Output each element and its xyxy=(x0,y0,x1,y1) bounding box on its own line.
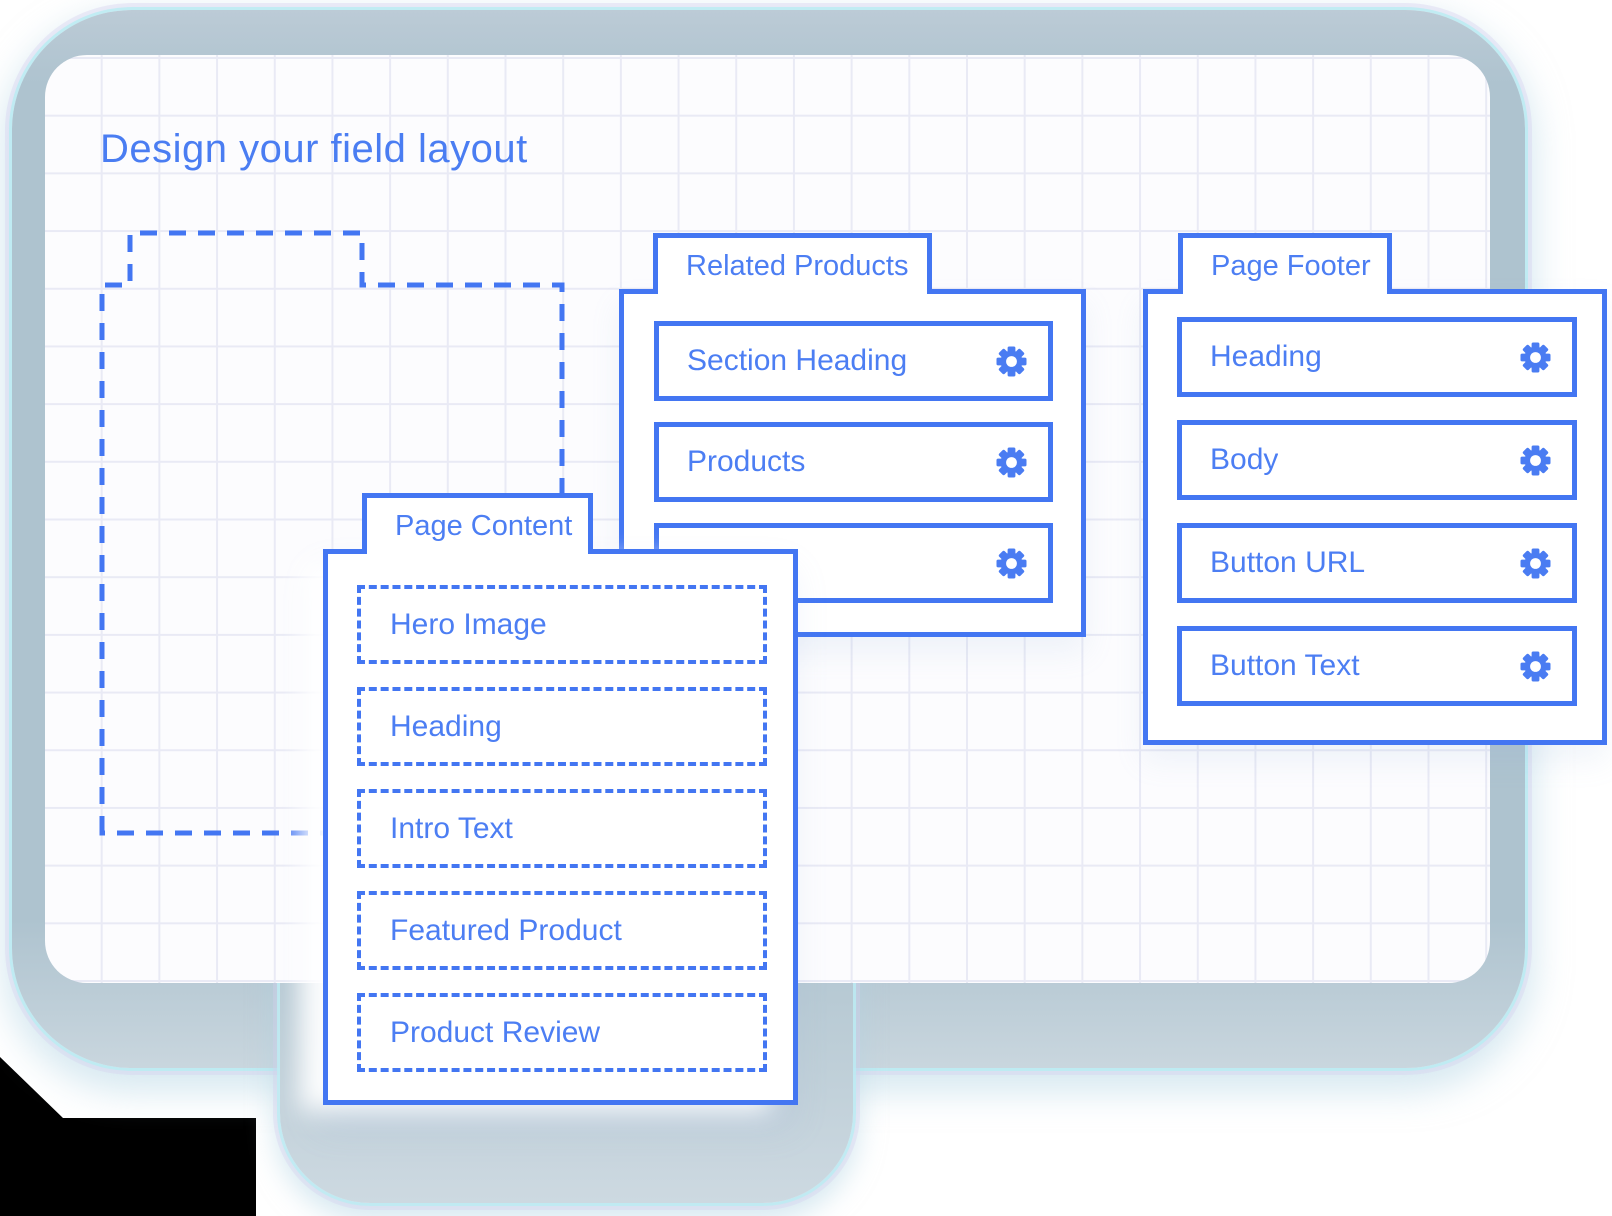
gear-icon[interactable] xyxy=(1519,444,1552,477)
field-row-button-url[interactable]: Button URL xyxy=(1177,523,1577,603)
field-label: Products xyxy=(687,445,806,478)
field-row-hero-image[interactable]: Hero Image xyxy=(357,585,767,664)
gear-icon[interactable] xyxy=(995,547,1028,580)
gear-icon[interactable] xyxy=(995,446,1028,479)
field-row-products[interactable]: Products xyxy=(654,422,1053,502)
field-label: Intro Text xyxy=(390,811,513,845)
panel-page-footer[interactable]: Page Footer Heading Body Button URL Butt… xyxy=(1143,233,1607,745)
field-label: Button URL xyxy=(1210,546,1366,579)
field-row-section-heading[interactable]: Section Heading xyxy=(654,321,1053,401)
tab-page-footer[interactable]: Page Footer xyxy=(1178,233,1392,294)
tab-label: Page Footer xyxy=(1211,249,1371,282)
tab-label: Related Products xyxy=(686,249,909,282)
drop-zone-outline[interactable] xyxy=(95,226,570,840)
field-row-button-text[interactable]: Button Text xyxy=(1177,626,1577,706)
field-row-product-review[interactable]: Product Review xyxy=(357,993,767,1072)
gear-icon[interactable] xyxy=(1519,650,1552,683)
field-row-body[interactable]: Body xyxy=(1177,420,1577,500)
field-label: Heading xyxy=(390,709,502,743)
tab-label: Page Content xyxy=(395,509,573,542)
field-row-heading[interactable]: Heading xyxy=(357,687,767,766)
tab-page-content[interactable]: Page Content xyxy=(362,493,593,554)
gear-icon[interactable] xyxy=(1519,547,1552,580)
tab-related-products[interactable]: Related Products xyxy=(653,233,932,294)
field-row-heading[interactable]: Heading xyxy=(1177,317,1577,397)
field-label: Featured Product xyxy=(390,913,622,947)
field-label: Product Review xyxy=(390,1015,601,1049)
field-label: Body xyxy=(1210,443,1279,476)
field-row-intro-text[interactable]: Intro Text xyxy=(357,789,767,868)
field-row-featured-product[interactable]: Featured Product xyxy=(357,891,767,970)
page-title: Design your field layout xyxy=(100,127,528,171)
field-label: Button Text xyxy=(1210,649,1360,682)
field-label: Hero Image xyxy=(390,607,547,641)
field-label: Section Heading xyxy=(687,344,908,377)
gear-icon[interactable] xyxy=(1519,341,1552,374)
transparent-corner xyxy=(0,1057,256,1216)
gear-icon[interactable] xyxy=(995,345,1028,378)
field-label: Heading xyxy=(1210,340,1322,373)
panel-page-content[interactable]: Page Content Hero Image Heading Intro Te… xyxy=(323,493,798,1105)
